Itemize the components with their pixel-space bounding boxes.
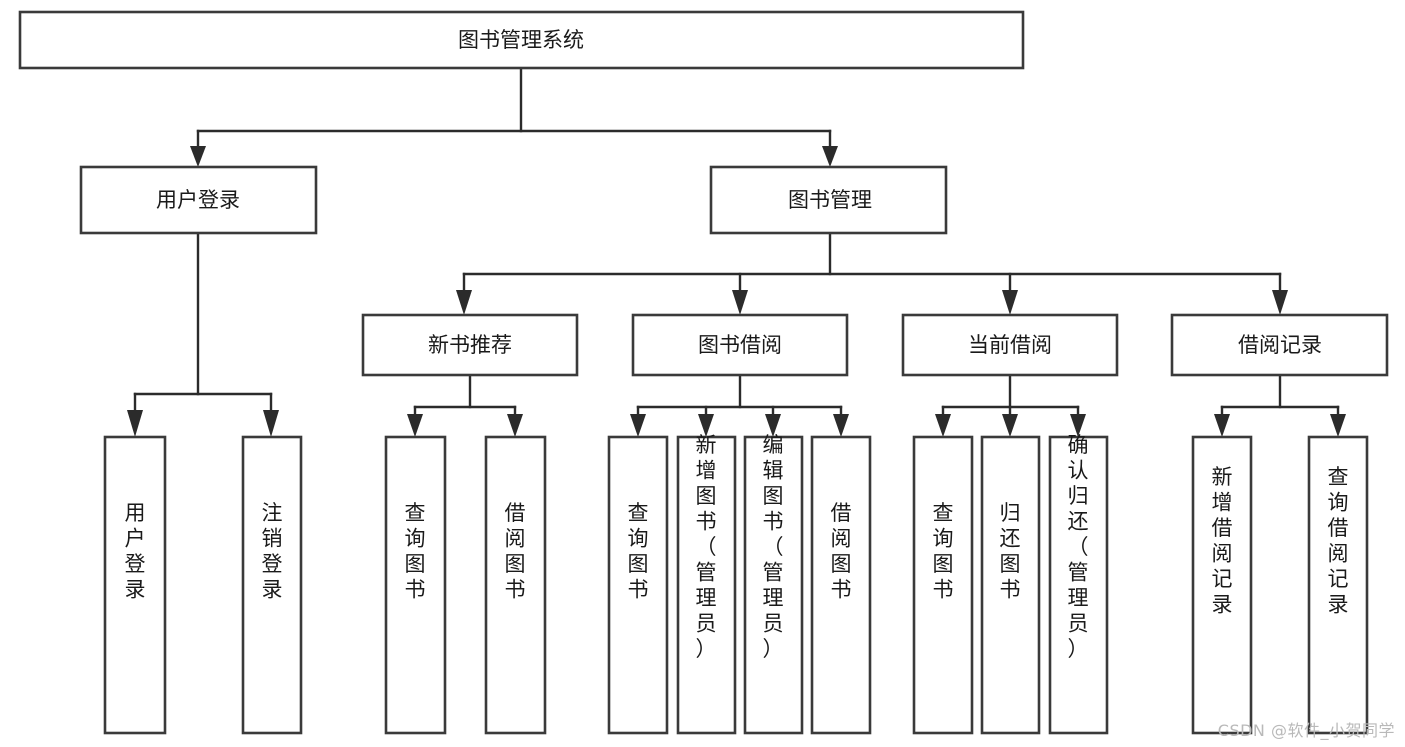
leaf-node-search-books-current[interactable]: 查询图书 <box>912 435 974 735</box>
node-root-book-management-system[interactable]: 图书管理系统 <box>18 10 1025 70</box>
arrow-head-icon <box>765 414 781 437</box>
node-box[interactable] <box>484 435 547 735</box>
connector-bookmgmt-to-level3 <box>456 231 1288 315</box>
node-label: 借阅图书 <box>831 501 852 602</box>
leaf-node-add-book-admin[interactable]: 新增图书（管理员） <box>676 433 737 735</box>
arrow-head-icon <box>407 414 423 437</box>
arrow-head-icon <box>935 414 951 437</box>
node-book-borrowing[interactable]: 图书借阅 <box>631 313 849 377</box>
node-label: 确认归还（管理员） <box>1068 433 1089 661</box>
node-label: 借阅图书 <box>505 501 526 602</box>
node-box[interactable] <box>709 165 948 235</box>
node-label: 查询图书 <box>933 501 954 602</box>
connector-current-to-leaves <box>935 373 1086 437</box>
node-label: 用户登录 <box>125 501 146 602</box>
arrow-head-icon <box>732 290 748 315</box>
arrow-head-icon <box>833 414 849 437</box>
arrow-head-icon <box>127 410 143 437</box>
node-label: 用户登录 <box>156 188 240 212</box>
connector-userlogin-to-leaves <box>127 231 279 437</box>
node-box[interactable] <box>631 313 849 377</box>
node-borrow-records[interactable]: 借阅记录 <box>1170 313 1389 377</box>
node-box[interactable] <box>912 435 974 735</box>
node-label: 图书管理系统 <box>458 28 584 52</box>
node-label: 归还图书 <box>1000 501 1021 602</box>
leaf-node-return-books[interactable]: 归还图书 <box>980 435 1041 735</box>
node-label: 新增图书（管理员） <box>696 433 717 661</box>
arrow-head-icon <box>1330 414 1346 437</box>
node-box[interactable] <box>18 10 1025 70</box>
leaf-node-user-login[interactable]: 用户登录 <box>103 435 167 735</box>
node-box[interactable] <box>241 435 303 735</box>
arrow-head-icon <box>456 290 472 315</box>
arrow-head-icon <box>507 414 523 437</box>
leaf-node-borrow-books-borrow[interactable]: 借阅图书 <box>810 435 872 735</box>
connector-borrow-to-leaves <box>630 373 849 437</box>
leaf-node-search-books-borrow[interactable]: 查询图书 <box>607 435 669 735</box>
connector-records-to-leaves <box>1214 373 1346 437</box>
leaf-node-logout[interactable]: 注销登录 <box>241 435 303 735</box>
node-box[interactable] <box>384 435 447 735</box>
arrow-head-icon <box>698 414 714 437</box>
arrow-head-icon <box>1214 414 1230 437</box>
node-box[interactable] <box>901 313 1119 377</box>
node-box[interactable] <box>980 435 1041 735</box>
arrow-head-icon <box>1002 414 1018 437</box>
node-box[interactable] <box>1170 313 1389 377</box>
leaf-node-confirm-return-admin[interactable]: 确认归还（管理员） <box>1048 433 1109 735</box>
node-label: 当前借阅 <box>968 333 1052 357</box>
node-label: 查询借阅记录 <box>1328 465 1349 617</box>
node-label: 编辑图书（管理员） <box>763 433 784 661</box>
node-label: 图书借阅 <box>698 333 782 357</box>
node-new-book-recommendation[interactable]: 新书推荐 <box>361 313 579 377</box>
connector-newbook-to-leaves <box>407 373 523 437</box>
node-box[interactable] <box>676 435 737 735</box>
arrow-head-icon <box>263 410 279 437</box>
leaf-node-search-borrow-record[interactable]: 查询借阅记录 <box>1307 435 1369 735</box>
node-box[interactable] <box>1191 435 1253 735</box>
arrow-head-icon <box>190 146 206 167</box>
node-label: 查询图书 <box>628 501 649 602</box>
node-box[interactable] <box>361 313 579 377</box>
leaf-node-add-borrow-record[interactable]: 新增借阅记录 <box>1191 435 1253 735</box>
node-label: 借阅记录 <box>1238 333 1322 357</box>
node-book-management[interactable]: 图书管理 <box>709 165 948 235</box>
node-label: 注销登录 <box>262 501 283 602</box>
arrow-head-icon <box>1002 290 1018 315</box>
node-box[interactable] <box>79 165 318 235</box>
leaf-node-edit-book-admin[interactable]: 编辑图书（管理员） <box>743 433 804 735</box>
node-label: 新书推荐 <box>428 333 512 357</box>
arrow-head-icon <box>630 414 646 437</box>
node-box[interactable] <box>810 435 872 735</box>
node-label: 查询图书 <box>405 501 426 602</box>
connector-root-to-level2 <box>190 66 838 167</box>
node-label: 新增借阅记录 <box>1212 465 1233 617</box>
node-box[interactable] <box>1048 435 1109 735</box>
arrow-head-icon <box>822 146 838 167</box>
node-box[interactable] <box>607 435 669 735</box>
node-box[interactable] <box>1307 435 1369 735</box>
arrow-head-icon <box>1272 290 1288 315</box>
node-user-login[interactable]: 用户登录 <box>79 165 318 235</box>
leaf-node-borrow-books-newbook[interactable]: 借阅图书 <box>484 435 547 735</box>
node-label: 图书管理 <box>788 188 872 212</box>
node-box[interactable] <box>743 435 804 735</box>
leaf-node-search-books-newbook[interactable]: 查询图书 <box>384 435 447 735</box>
arrow-head-icon <box>1070 414 1086 437</box>
node-current-borrowing[interactable]: 当前借阅 <box>901 313 1119 377</box>
node-box[interactable] <box>103 435 167 735</box>
